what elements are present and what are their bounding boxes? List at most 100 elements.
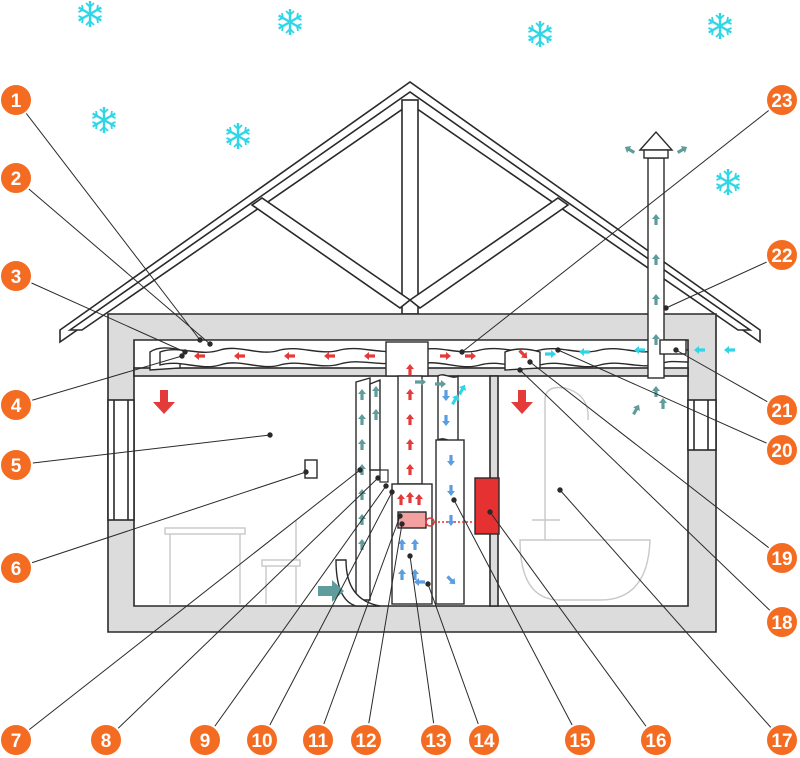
callout-number: 20: [771, 441, 792, 462]
flow-arrow: [442, 390, 450, 401]
flow-arrow: [364, 352, 375, 360]
leader-line-5: [15, 434, 271, 466]
snowflake-icon: [225, 121, 251, 151]
flow-arrow: [458, 384, 466, 396]
callout-number: 12: [355, 731, 376, 752]
callout-number: 13: [425, 731, 446, 752]
callout-19: 19: [765, 541, 799, 575]
callout-number: 23: [771, 91, 792, 112]
callout-13: 13: [419, 723, 453, 757]
callout-number: 19: [771, 549, 792, 570]
callout-11: 11: [301, 723, 335, 757]
callout-3: 3: [0, 259, 33, 293]
numbered-callout-badge: [639, 723, 673, 757]
leader-line-18: [519, 369, 783, 623]
airflow-arrows: [194, 146, 735, 586]
numbered-callout-badge: [0, 448, 33, 482]
callout-8: 8: [89, 723, 123, 757]
leader-line-22: [665, 254, 783, 309]
flow-arrow: [358, 439, 366, 450]
leader-line-14: [427, 583, 485, 741]
callout-number: 4: [11, 396, 22, 417]
leader-line-9: [204, 485, 387, 741]
leader-dot-23: [459, 349, 465, 355]
callout-number: 16: [645, 731, 666, 752]
flow-arrow: [652, 214, 660, 225]
leader-line-11: [317, 515, 401, 741]
leader-dot-13: [407, 553, 413, 559]
flow-arrow: [358, 389, 366, 400]
callout-5: 5: [0, 448, 33, 482]
numbered-callout-badge: [467, 723, 501, 757]
callout-20: 20: [765, 433, 799, 467]
roof-truss: [59, 81, 761, 344]
callout-number: 15: [569, 731, 591, 752]
flow-arrow: [406, 414, 414, 425]
flow-arrow: [579, 348, 590, 356]
numbered-callout-badge: [349, 723, 383, 757]
flow-arrow: [372, 386, 380, 397]
numbered-callout-badge: [0, 388, 33, 422]
radiator-heater: [474, 477, 500, 535]
flow-arrow: [447, 455, 455, 466]
callout-number: 9: [200, 731, 211, 752]
callout-number: 2: [11, 169, 22, 190]
numbered-callout-badge: [765, 541, 799, 575]
leader-dot-20: [555, 347, 561, 353]
numbered-callout-badge: [0, 259, 33, 293]
leader-dot-18: [517, 367, 523, 373]
numbered-callout-badge: [765, 83, 799, 117]
callout-18: 18: [765, 605, 799, 639]
leader-dot-21: [673, 347, 679, 353]
flow-arrow: [442, 415, 450, 426]
flow-arrow: [415, 494, 423, 505]
leader-line-10: [261, 491, 393, 741]
flow-arrow: [194, 352, 205, 360]
leader-dot-19: [527, 359, 533, 365]
numbered-callout-badge: [245, 723, 279, 757]
flow-arrow: [411, 569, 419, 580]
flow-arrow: [358, 539, 366, 550]
flow-arrow: [358, 414, 366, 425]
flow-arrow: [406, 364, 414, 375]
leader-line-3: [15, 275, 186, 353]
flow-arrow: [652, 386, 660, 397]
snowflake-icon: [707, 11, 733, 41]
numbered-callout-badge: [419, 723, 453, 757]
numbered-callout-badge: [765, 605, 799, 639]
callout-number: 11: [308, 731, 329, 752]
leader-dot-4: [179, 353, 185, 359]
flow-arrow: [634, 346, 645, 354]
leader-dot-3: [182, 349, 188, 355]
callout-23: 23: [765, 83, 799, 117]
leader-dot-22: [663, 305, 669, 311]
numbered-callout-badge: [0, 551, 33, 585]
callout-number: 17: [771, 731, 792, 752]
callout-number: 22: [771, 246, 792, 267]
leader-dot-15: [451, 497, 457, 503]
snowflake-icon: [715, 167, 741, 197]
flow-arrow: [406, 389, 414, 400]
flow-arrow: [652, 254, 660, 265]
exhaust-stack: [638, 130, 687, 379]
numbered-callout-badge: [765, 433, 799, 467]
attic-air-duct: [149, 347, 689, 371]
warm-air-outlet-arrows: [153, 390, 533, 414]
leader-dot-6: [303, 469, 309, 475]
flow-arrow: [694, 346, 705, 354]
numbered-callout-badge: [89, 723, 123, 757]
numbered-callout-badge: [563, 723, 597, 757]
leader-dot-5: [267, 432, 273, 438]
leader-dot-14: [425, 581, 431, 587]
callout-12: 12: [349, 723, 383, 757]
callout-number: 10: [251, 731, 272, 752]
callout-number: 8: [101, 731, 112, 752]
callout-14: 14: [467, 723, 501, 757]
callout-10: 10: [245, 723, 279, 757]
callout-number: 5: [11, 456, 22, 477]
leader-dot-17: [557, 487, 563, 493]
flow-arrow: [414, 578, 425, 586]
numbered-callout-badge: [765, 238, 799, 272]
flow-arrow: [545, 350, 556, 358]
